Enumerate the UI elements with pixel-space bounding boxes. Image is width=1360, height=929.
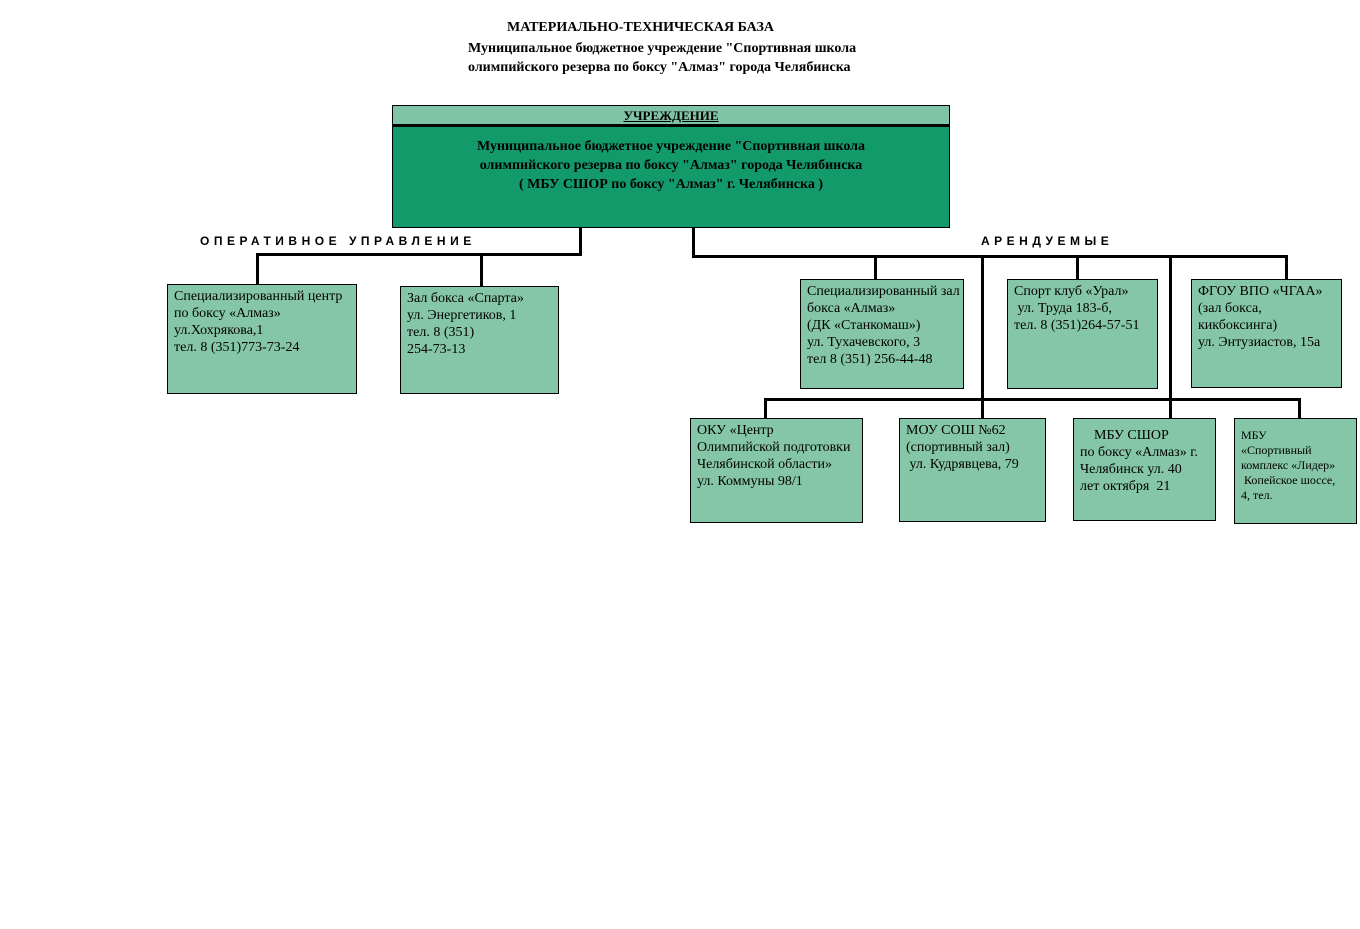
connector-line xyxy=(692,228,695,258)
connector-line xyxy=(764,398,767,418)
unit-card-line: ФГОУ ВПО «ЧГАА» xyxy=(1198,284,1323,299)
unit-card-rented-7: МБУ «Спортивный комплекс «Лидер» Копейск… xyxy=(1234,418,1357,524)
unit-card-line: тел. 8 (351) xyxy=(407,325,475,340)
unit-card-line: Олимпийской подготовки xyxy=(697,440,851,455)
unit-card-line: (ДК «Станкомаш») xyxy=(807,318,921,333)
unit-card-rented-3: ФГОУ ВПО «ЧГАА» (зал бокса, кикбоксинга)… xyxy=(1191,279,1342,388)
page-title: МАТЕРИАЛЬНО-ТЕХНИЧЕСКАЯ БАЗА xyxy=(507,20,774,35)
connector-line xyxy=(480,253,483,286)
institution-name: Муниципальное бюджетное учреждение "Спор… xyxy=(393,137,949,194)
unit-card-line: ул. Энергетиков, 1 xyxy=(407,308,517,323)
institution-name-line-3: ( МБУ СШОР по боксу "Алмаз" г. Челябинск… xyxy=(518,177,824,192)
connector-line xyxy=(256,253,582,256)
connector-line xyxy=(1169,255,1172,418)
unit-card-line: ул. Энтузиастов, 15а xyxy=(1198,335,1321,350)
unit-card-operational-2: Зал бокса «Спарта» ул. Энергетиков, 1 те… xyxy=(400,286,559,394)
connector-line xyxy=(1285,255,1288,279)
connector-line xyxy=(692,255,1288,258)
institution-box: УЧРЕЖДЕНИЕ Муниципальное бюджетное учреж… xyxy=(392,105,950,228)
unit-card-line: Челябинск ул. 40 xyxy=(1080,462,1182,477)
unit-card-line: ОКУ «Центр xyxy=(697,423,774,438)
connector-line xyxy=(1076,255,1079,279)
unit-card-line: комплекс «Лидер» xyxy=(1241,458,1336,472)
institution-band-label: УЧРЕЖДЕНИЕ xyxy=(393,106,949,127)
unit-card-line: Челябинской области» xyxy=(697,457,832,472)
unit-card-line: Спорт клуб «Урал» xyxy=(1014,284,1129,299)
unit-card-line: Специализированный зал xyxy=(807,284,960,299)
unit-card-line: тел. 8 (351)773-73-24 xyxy=(174,340,300,355)
unit-card-line: Специализированный центр xyxy=(174,289,343,304)
unit-card-rented-4: ОКУ «Центр Олимпийской подготовки Челяби… xyxy=(690,418,863,523)
section-label-operational: ОПЕРАТИВНОЕ УПРАВЛЕНИЕ xyxy=(200,234,476,248)
page-subtitle-line-2: олимпийского резерва по боксу "Алмаз" го… xyxy=(468,60,851,75)
unit-card-line: бокса «Алмаз» xyxy=(807,301,896,316)
unit-card-line: лет октября 21 xyxy=(1080,479,1171,494)
connector-line xyxy=(256,253,259,284)
connector-line xyxy=(874,255,877,279)
institution-name-line-1: Муниципальное бюджетное учреждение "Спор… xyxy=(476,139,866,154)
unit-card-line: МБУ xyxy=(1241,428,1267,442)
unit-card-line: ул. Труда 183-б, xyxy=(1014,301,1112,316)
unit-card-line: 4, тел. xyxy=(1241,488,1273,502)
unit-card-line: (спортивный зал) xyxy=(906,440,1010,455)
unit-card-line: ул. Кудрявцева, 79 xyxy=(906,457,1019,472)
unit-card-line: 254-73-13 xyxy=(407,342,466,357)
unit-card-line: «Спортивный xyxy=(1241,443,1312,457)
section-label-rented: АРЕНДУЕМЫЕ xyxy=(981,234,1114,248)
unit-card-line: тел 8 (351) 256-44-48 xyxy=(807,352,933,367)
unit-card-operational-1: Специализированный центр по боксу «Алмаз… xyxy=(167,284,357,394)
unit-card-line: ул. Коммуны 98/1 xyxy=(697,474,803,489)
unit-card-line: (зал бокса, xyxy=(1198,301,1262,316)
connector-line xyxy=(981,255,984,418)
unit-card-line: Копейское шоссе, xyxy=(1241,473,1336,487)
unit-card-line: кикбоксинга) xyxy=(1198,318,1278,333)
unit-card-rented-5: МОУ СОШ №62 (спортивный зал) ул. Кудрявц… xyxy=(899,418,1046,522)
unit-card-rented-2: Спорт клуб «Урал» ул. Труда 183-б, тел. … xyxy=(1007,279,1158,389)
unit-card-line: МБУ СШОР xyxy=(1080,428,1169,443)
connector-line xyxy=(1298,398,1301,418)
unit-card-rented-1: Специализированный зал бокса «Алмаз» (ДК… xyxy=(800,279,964,389)
unit-card-line: ул. Тухачевского, 3 xyxy=(807,335,921,350)
unit-card-line: по боксу «Алмаз» xyxy=(174,306,281,321)
unit-card-line: ул.Хохрякова,1 xyxy=(174,323,264,338)
unit-card-rented-6: МБУ СШОР по боксу «Алмаз» г. Челябинск у… xyxy=(1073,418,1216,521)
page-subtitle-line-1: Муниципальное бюджетное учреждение "Спор… xyxy=(468,41,857,56)
unit-card-line: по боксу «Алмаз» г. xyxy=(1080,445,1198,460)
unit-card-line: МОУ СОШ №62 xyxy=(906,423,1006,438)
unit-card-line: тел. 8 (351)264-57-51 xyxy=(1014,318,1140,333)
connector-line xyxy=(579,228,582,256)
connector-line xyxy=(764,398,1301,401)
unit-card-line: Зал бокса «Спарта» xyxy=(407,291,524,306)
institution-name-line-2: олимпийского резерва по боксу "Алмаз" го… xyxy=(479,158,863,173)
